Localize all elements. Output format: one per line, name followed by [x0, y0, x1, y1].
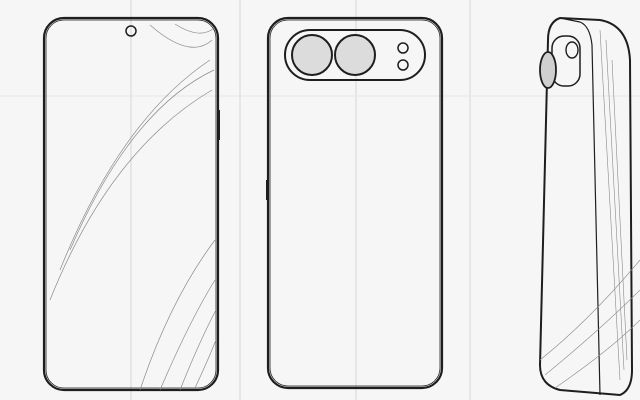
phone-side-view	[538, 16, 640, 397]
sensor-icon	[397, 59, 409, 71]
front-camera-icon	[125, 25, 137, 37]
phone-back-view	[266, 16, 444, 390]
phone-front-view	[42, 16, 220, 392]
rear-lens-icon	[565, 41, 579, 59]
camera-bar	[284, 29, 426, 81]
rear-lens-icon	[291, 34, 333, 76]
rear-lens-icon	[334, 34, 376, 76]
rear-lens-icon	[539, 51, 557, 89]
flash-icon	[397, 42, 409, 54]
